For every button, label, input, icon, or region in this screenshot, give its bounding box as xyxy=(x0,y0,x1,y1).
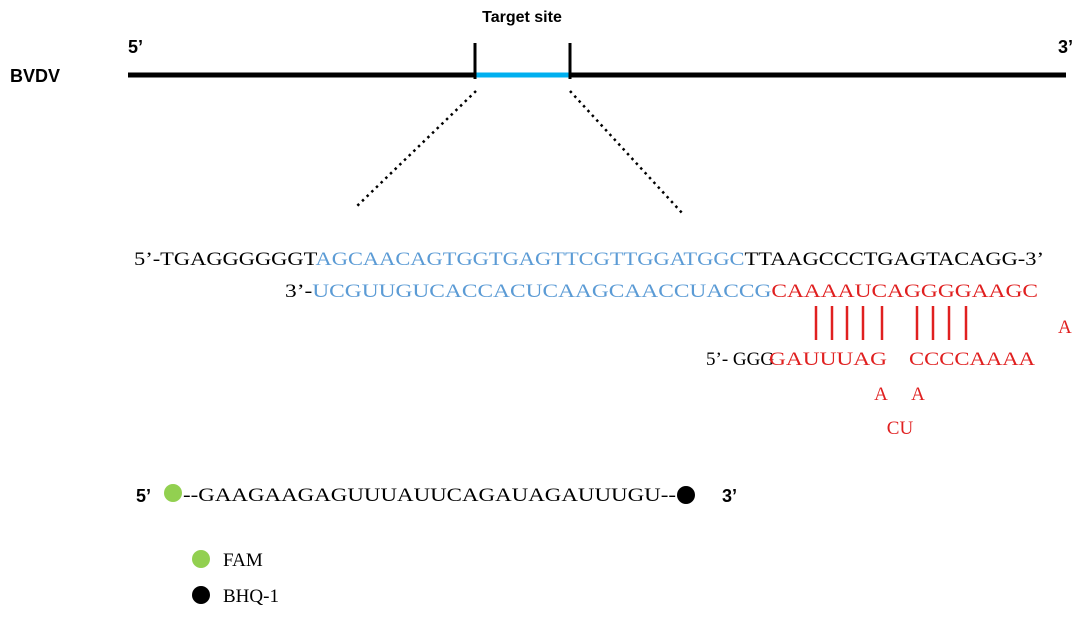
bhq-dot xyxy=(677,486,695,504)
zoom-lines xyxy=(354,90,684,215)
genome-three-prime: 3’ xyxy=(1058,37,1073,57)
stem-strand-left: GAUUUAG xyxy=(769,349,887,370)
fam-dot xyxy=(164,484,182,502)
loop-base: A xyxy=(1058,317,1072,338)
reporter-three-prime: 3’ xyxy=(722,486,737,506)
stem-strand-prefix: 5’- GGG xyxy=(706,349,774,370)
base-pair-bars xyxy=(814,306,968,340)
target-site-label: Target site xyxy=(482,9,562,26)
guide-strand-prefix: 3’- xyxy=(285,281,312,302)
reporter-sequence: --GAAGAAGAGUUUAUUCAGAUAGAUUUGU-- xyxy=(183,485,676,506)
zoom-line-left xyxy=(354,90,477,209)
legend-bhq-label: BHQ-1 xyxy=(223,586,279,607)
legend-bhq-swatch xyxy=(192,586,210,604)
reporter-probe: 5’ --GAAGAAGAGUUUAUUCAGAUAGAUUUGU-- 3’ xyxy=(136,484,737,506)
bulge-left: A xyxy=(874,384,888,405)
bulge-bottom: CU xyxy=(887,418,914,439)
top-strand-target: AGCAACAGTGGTGAGTTCGTTGGATGGC xyxy=(316,249,745,270)
top-strand-prefix: 5’-TGAGGGGGGT xyxy=(134,249,318,270)
genome-label: BVDV xyxy=(10,66,60,86)
guide-strand-repeat: CAAAAUCAGGGGAAGC xyxy=(771,281,1038,302)
genome-track: BVDV 5’ 3’ Target site xyxy=(10,9,1073,86)
guide-strand-spacer: UCGUUGUCACCACUCAAGCAACCUACCG xyxy=(312,281,771,302)
legend-fam-label: FAM xyxy=(223,550,263,571)
bulge-right: A xyxy=(911,384,925,405)
stem-strand-right: CCCCAAAA xyxy=(909,349,1035,370)
top-strand-suffix: TTAAGCCCTGAGTACAGG-3’ xyxy=(745,249,1044,270)
legend: FAM BHQ-1 xyxy=(192,550,279,607)
legend-fam-swatch xyxy=(192,550,210,568)
genome-five-prime: 5’ xyxy=(128,37,143,57)
reporter-five-prime: 5’ xyxy=(136,486,151,506)
zoom-line-right xyxy=(569,90,684,215)
